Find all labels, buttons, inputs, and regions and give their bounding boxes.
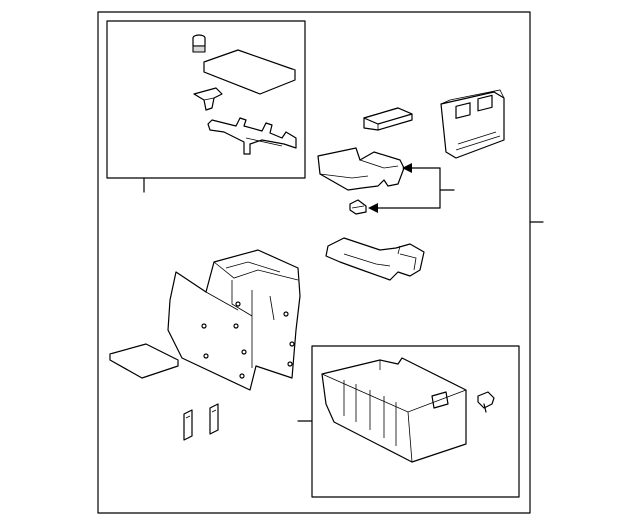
retainer-clip-left	[183, 409, 193, 441]
console-side-bracket	[317, 147, 405, 191]
armrest-inset-frame	[106, 20, 306, 193]
retainer-clip-right	[209, 403, 219, 435]
small-clip	[349, 199, 367, 215]
callout-arrows	[368, 163, 455, 213]
armrest-lid-pad	[203, 49, 296, 95]
outer-frame	[97, 11, 531, 514]
armrest-hinge-bracket	[207, 117, 297, 155]
storage-box-insert	[321, 357, 467, 463]
floor-mat-pad	[109, 343, 179, 379]
armrest-clip	[193, 87, 223, 111]
console-trim-strip	[363, 107, 413, 131]
console-body	[167, 249, 301, 391]
box-inset-frame	[297, 345, 520, 498]
screw-bolt	[477, 391, 495, 413]
switch-bezel-panel	[440, 89, 505, 159]
rear-duct	[325, 237, 425, 281]
armrest-pin	[192, 34, 206, 53]
